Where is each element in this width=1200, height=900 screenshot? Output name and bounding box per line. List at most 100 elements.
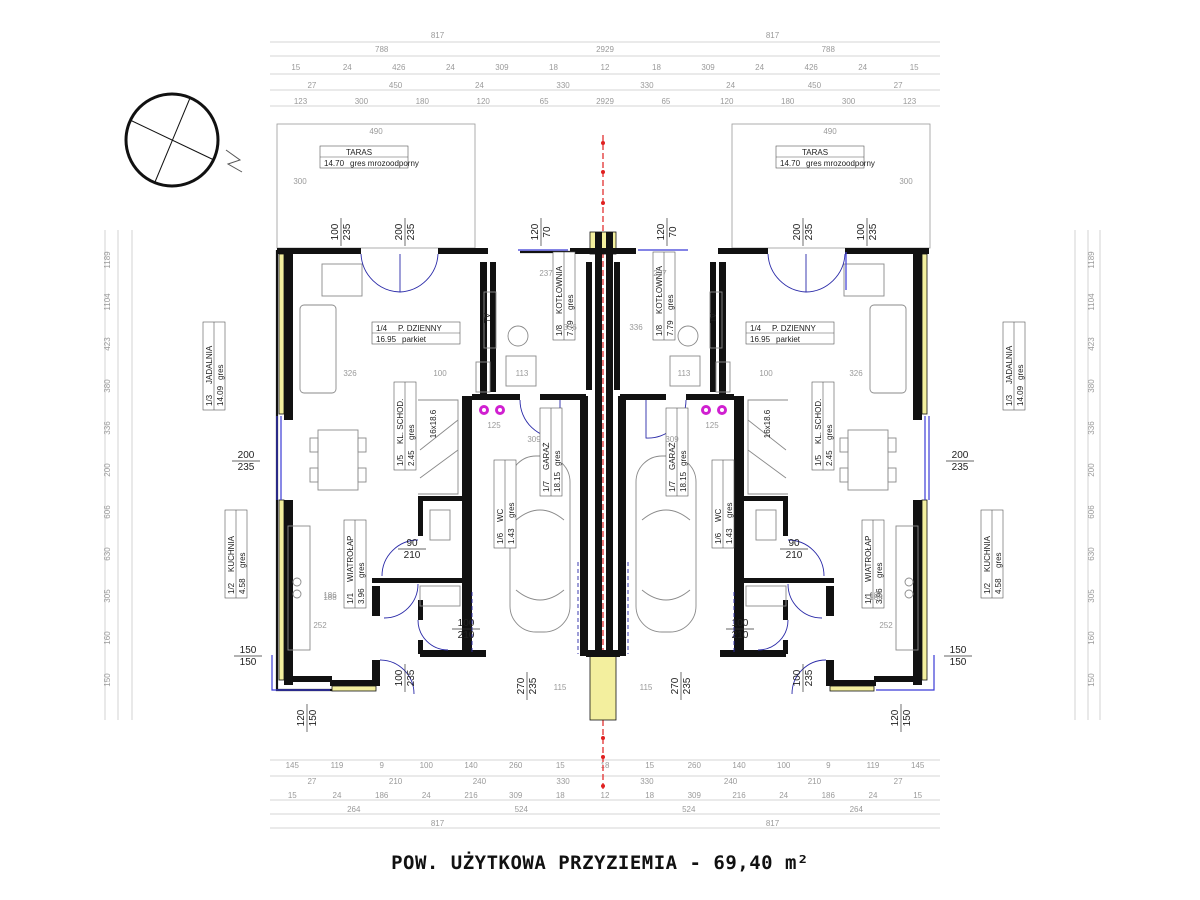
side-dimension-label: 305 <box>1087 589 1096 603</box>
side-dimension-label: 150 <box>103 673 112 687</box>
opening-height: 235 <box>528 677 539 694</box>
tv-label: TV <box>709 312 718 323</box>
dimension-label: 140 <box>732 761 746 770</box>
dimension-label: 24 <box>475 81 484 90</box>
dimension-label: 24 <box>726 81 735 90</box>
room-area: 16.95 <box>376 335 397 344</box>
side-dimension-label: 160 <box>103 631 112 645</box>
dimension-label: 123 <box>903 97 917 106</box>
room-name: WIATROŁAP <box>864 535 873 582</box>
opening-width: 100 <box>732 618 749 629</box>
opening-width: 100 <box>394 669 405 686</box>
room-area: 14.70 <box>780 159 801 168</box>
dimension-label: 18 <box>556 791 565 800</box>
room-area: 4.58 <box>238 578 247 594</box>
room-floor: gres <box>357 562 366 578</box>
room-area: 2.45 <box>407 450 416 466</box>
dimension-label: 15 <box>288 791 297 800</box>
opening-height: 150 <box>308 709 319 726</box>
dimension-label: 216 <box>732 791 746 800</box>
room-name: KOTŁOWNIA <box>555 265 564 314</box>
dimension-label: 330 <box>640 777 654 786</box>
inner-dimension-label: 309 <box>665 435 679 444</box>
dimension-label: 145 <box>911 761 925 770</box>
room-floor: gres <box>566 294 575 310</box>
room-name: JADALNIA <box>205 345 214 384</box>
opening-width: 120 <box>530 223 541 240</box>
room-floor: gres <box>507 502 516 518</box>
inner-dimension-label: 125 <box>487 421 501 430</box>
opening-width: 120 <box>296 709 307 726</box>
room-name: KOTŁOWNIA <box>655 265 664 314</box>
party-wall <box>570 231 636 721</box>
stairs-label: 16x18.6 <box>429 409 438 438</box>
dimension-label: 145 <box>286 761 300 770</box>
opening-height: 235 <box>804 223 815 240</box>
room-number: 1/6 <box>496 532 505 544</box>
room-floor: gres <box>553 450 562 466</box>
room-number: 1/4 <box>750 324 762 333</box>
dimension-label: 27 <box>894 81 903 90</box>
opening-height: 235 <box>952 462 969 473</box>
dimension-label: 9 <box>379 761 384 770</box>
side-dimension-label: 630 <box>103 547 112 561</box>
inner-dimension-label: 188 <box>869 593 883 602</box>
opening-height: 235 <box>682 677 693 694</box>
room-name: KL. SCHOD. <box>396 399 405 444</box>
room-name: KUCHNIA <box>983 535 992 572</box>
room-floor: gres mrozoodporny <box>806 159 875 168</box>
opening-width: 100 <box>330 223 341 240</box>
north-arrow-icon <box>124 92 243 188</box>
room-number: 1/6 <box>714 532 723 544</box>
room-area: 3.96 <box>875 588 884 604</box>
room-name: WIATROŁAP <box>346 535 355 582</box>
dimension-label: 27 <box>894 777 903 786</box>
inner-dimension-label: 326 <box>343 369 357 378</box>
inner-dimension-label: 115 <box>640 683 653 692</box>
room-area: 7.79 <box>566 320 575 336</box>
room-name: P. DZIENNY <box>398 324 443 333</box>
inner-dimension-label: 237 <box>539 269 553 278</box>
side-dimension-label: 606 <box>1087 505 1096 519</box>
side-dimension-label: 305 <box>103 589 112 603</box>
opening-width: 90 <box>788 538 800 549</box>
opening-width: 150 <box>950 645 967 656</box>
stairs-label: 16x18.6 <box>763 409 772 438</box>
inner-dimension-label: 125 <box>705 421 719 430</box>
opening-width: 270 <box>670 677 681 694</box>
dimension-label: 65 <box>540 97 549 106</box>
dimension-label: 24 <box>869 791 878 800</box>
opening-height: 235 <box>804 669 815 686</box>
side-dimension-label: 1104 <box>103 293 112 311</box>
room-number: 1/1 <box>864 592 873 604</box>
opening-height: 235 <box>342 223 353 240</box>
side-dimension-label: 606 <box>103 505 112 519</box>
dimension-label: 260 <box>688 761 702 770</box>
inner-dimension-label: 490 <box>823 127 837 136</box>
opening-height: 150 <box>950 657 967 668</box>
room-name: P. DZIENNY <box>772 324 817 333</box>
dimension-label: 24 <box>755 63 764 72</box>
opening-width: 270 <box>516 677 527 694</box>
dimension-label: 186 <box>822 791 836 800</box>
room-floor: gres <box>1016 364 1025 380</box>
dimension-label: 119 <box>867 761 880 770</box>
opening-width: 150 <box>240 645 257 656</box>
dimension-label: 27 <box>307 777 316 786</box>
walls-right-unit <box>614 248 935 695</box>
side-dimension-label: 150 <box>1087 673 1096 687</box>
